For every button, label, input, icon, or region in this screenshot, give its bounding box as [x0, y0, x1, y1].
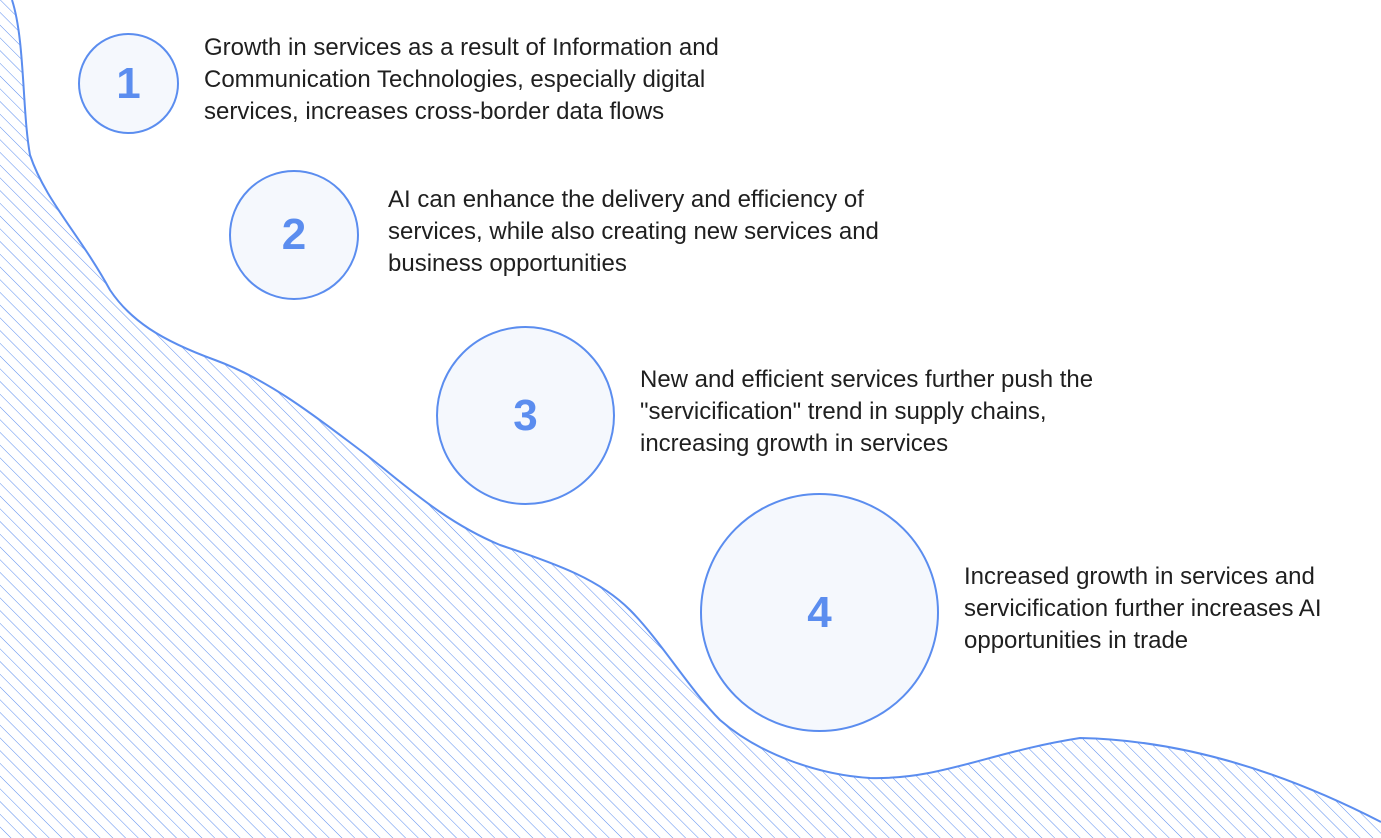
step-1-number: 1 [116, 58, 141, 108]
step-3-circle: 3 [436, 326, 615, 505]
step-2-number: 2 [281, 210, 307, 259]
step-4-number: 4 [807, 587, 832, 637]
step-3-number: 3 [513, 390, 538, 440]
step-2-text: AI can enhance the delivery and efficien… [388, 186, 879, 277]
step-4-text: Increased growth in services and servici… [964, 563, 1322, 654]
step-4-circle: 4 [700, 493, 939, 732]
step-2-circle: 2 [229, 170, 359, 300]
step-1-circle: 1 [78, 33, 179, 134]
wave-outline [11, 0, 1381, 823]
step-1-text: Growth in services as a result of Inform… [204, 34, 719, 125]
step-3-text: New and efficient services further push … [640, 366, 1094, 457]
